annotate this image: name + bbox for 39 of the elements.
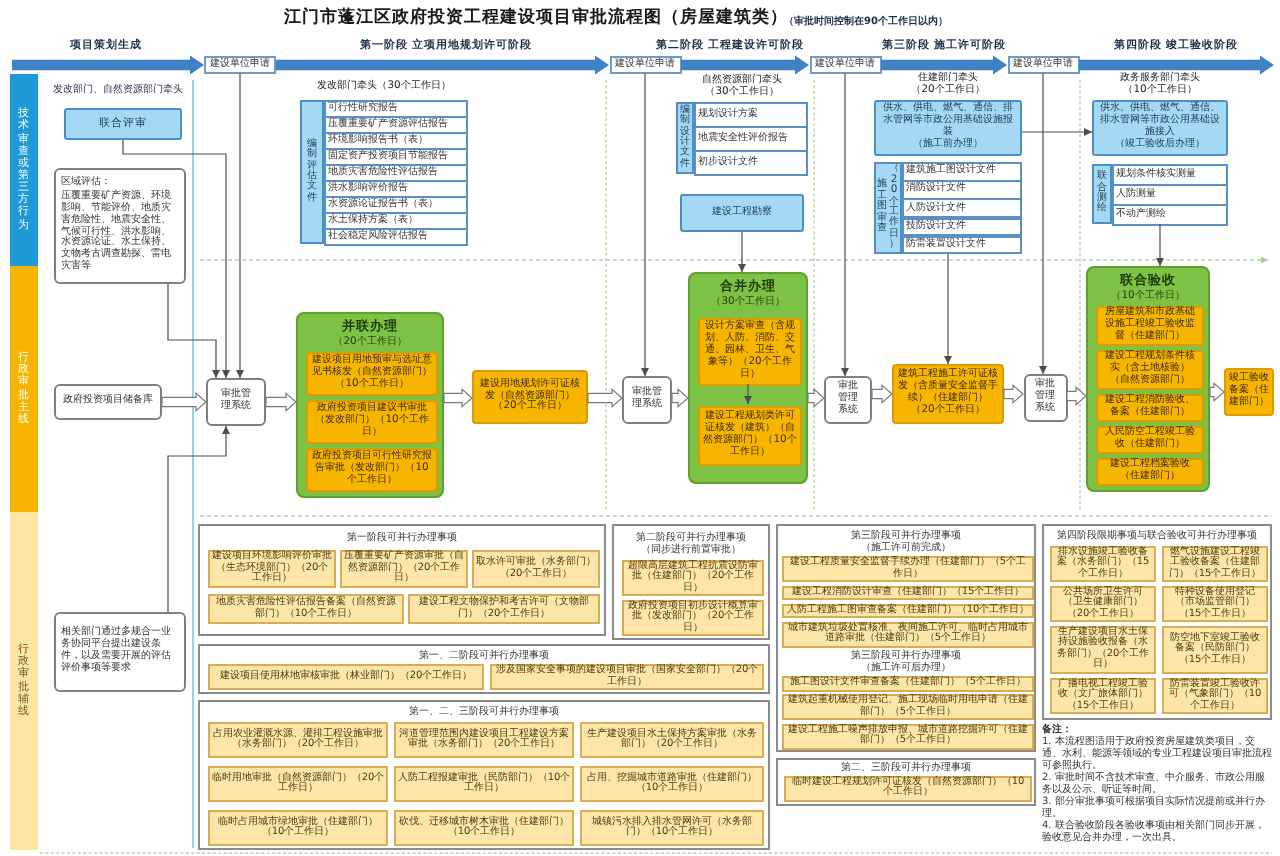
group-panel (198, 700, 770, 850)
group-panel (612, 524, 770, 640)
hollow-arrow (265, 392, 297, 412)
hollow-arrow (871, 384, 893, 404)
hollow-arrow (1066, 386, 1087, 406)
arrow (738, 231, 746, 273)
arrow (841, 72, 849, 377)
band-arrow (1079, 55, 1274, 75)
hollow-arrow (807, 388, 825, 408)
band-arrow (276, 55, 609, 75)
band-arrow (12, 55, 204, 75)
group-panel (1042, 524, 1272, 720)
hollow-arrow (161, 392, 207, 412)
band-arrow (681, 55, 809, 75)
group-panel (198, 524, 606, 636)
note-box (54, 168, 186, 284)
group-panel (776, 758, 1036, 806)
arrow (1021, 128, 1093, 136)
hollow-arrow (443, 388, 473, 408)
group-panel (296, 312, 444, 498)
hollow-arrow (587, 388, 623, 408)
arrow (1156, 223, 1164, 267)
arrow (1039, 72, 1047, 375)
hollow-arrow (1003, 384, 1024, 404)
arrow (167, 283, 220, 379)
band-arrow (881, 55, 1007, 75)
hollow-arrow (671, 388, 689, 408)
arrow (122, 139, 230, 379)
arrow (744, 383, 752, 405)
arrow (944, 253, 952, 365)
group-panel (776, 524, 1036, 752)
title: 江门市蓬江区政府投资工程建设项目审批流程图（房屋建筑类） (284, 7, 788, 28)
arrow (236, 72, 244, 379)
group-panel (1086, 266, 1210, 492)
arrow (641, 72, 649, 377)
group-panel (198, 644, 770, 694)
hollow-arrow (1209, 382, 1225, 402)
arrow (167, 425, 230, 613)
group-panel (688, 272, 808, 484)
